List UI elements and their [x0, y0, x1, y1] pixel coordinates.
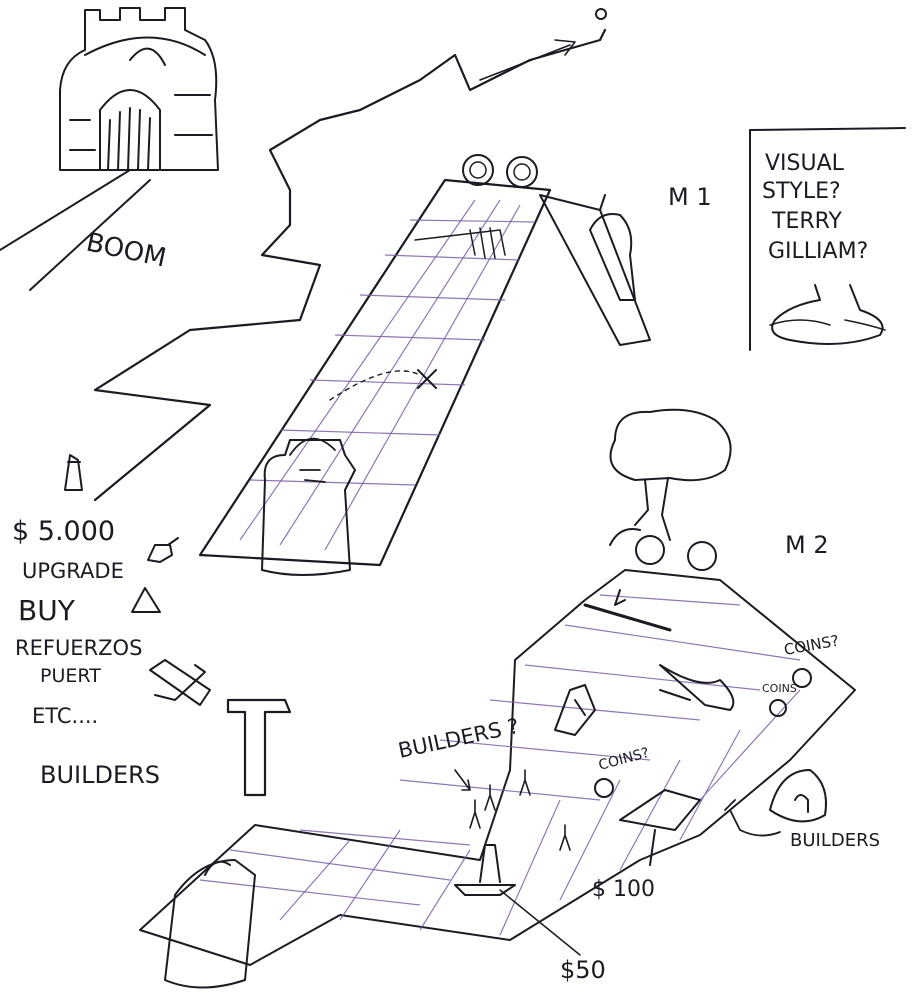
menu-money: $ 5.000	[12, 516, 115, 547]
upgrade-icon	[147, 537, 179, 563]
trap-sketch	[619, 789, 701, 866]
m2-label: M 2	[785, 531, 829, 559]
arrow-sketch	[479, 39, 576, 81]
visual-style-line1: VISUAL	[765, 151, 845, 176]
plank-icon	[149, 659, 211, 706]
price-pointer	[499, 889, 581, 956]
tree-sketch	[609, 408, 732, 571]
tower-base-sketch	[164, 859, 256, 989]
m1-lane-sketch	[198, 154, 651, 576]
boom-label: BOOM	[84, 228, 169, 274]
menu-builders: BUILDERS	[40, 761, 160, 789]
menu-puert: PUERT	[40, 665, 101, 687]
house-sketch	[769, 769, 827, 823]
m1-label: M 1	[668, 183, 712, 211]
menu-upgrade: UPGRADE	[22, 559, 124, 583]
coins-mid-label: COINS?	[597, 745, 651, 774]
menu-buy: BUY	[18, 594, 76, 627]
visual-style-line3: TERRY	[771, 209, 843, 234]
menu-etc: ETC....	[32, 704, 98, 728]
cone-icon	[454, 844, 516, 896]
barrier-line	[583, 603, 672, 632]
visual-style-line4: GILLIAM?	[768, 239, 868, 264]
builders-figures	[469, 769, 571, 851]
m2-lane-sketch	[139, 569, 856, 989]
lightning-bolt-sketch	[93, 28, 607, 502]
price-50-label: $50	[560, 956, 606, 984]
builders-right-label: BUILDERS	[790, 830, 880, 851]
builders-question-label: BUILDERS ?	[396, 714, 521, 763]
pawn-icon	[64, 454, 83, 491]
coin-icon	[769, 699, 787, 717]
castle-tower-sketch	[0, 7, 219, 291]
price-100-label: $ 100	[592, 877, 655, 902]
triangle-icon	[131, 587, 161, 613]
menu-notes: $ 5.000 UPGRADE BUY REFUERZOS PUERT ETC.…	[12, 454, 292, 797]
coin-icon	[792, 668, 812, 688]
coin-icon	[594, 778, 614, 798]
bolt-end-dot	[595, 8, 607, 20]
visual-style-note: VISUAL STYLE? TERRY GILLIAM?	[749, 127, 906, 351]
hammer-icon	[226, 698, 292, 797]
visual-style-line2: STYLE?	[762, 179, 841, 204]
menu-refuerzos: REFUERZOS	[15, 636, 142, 660]
coins-small-label: COINS	[762, 682, 797, 695]
